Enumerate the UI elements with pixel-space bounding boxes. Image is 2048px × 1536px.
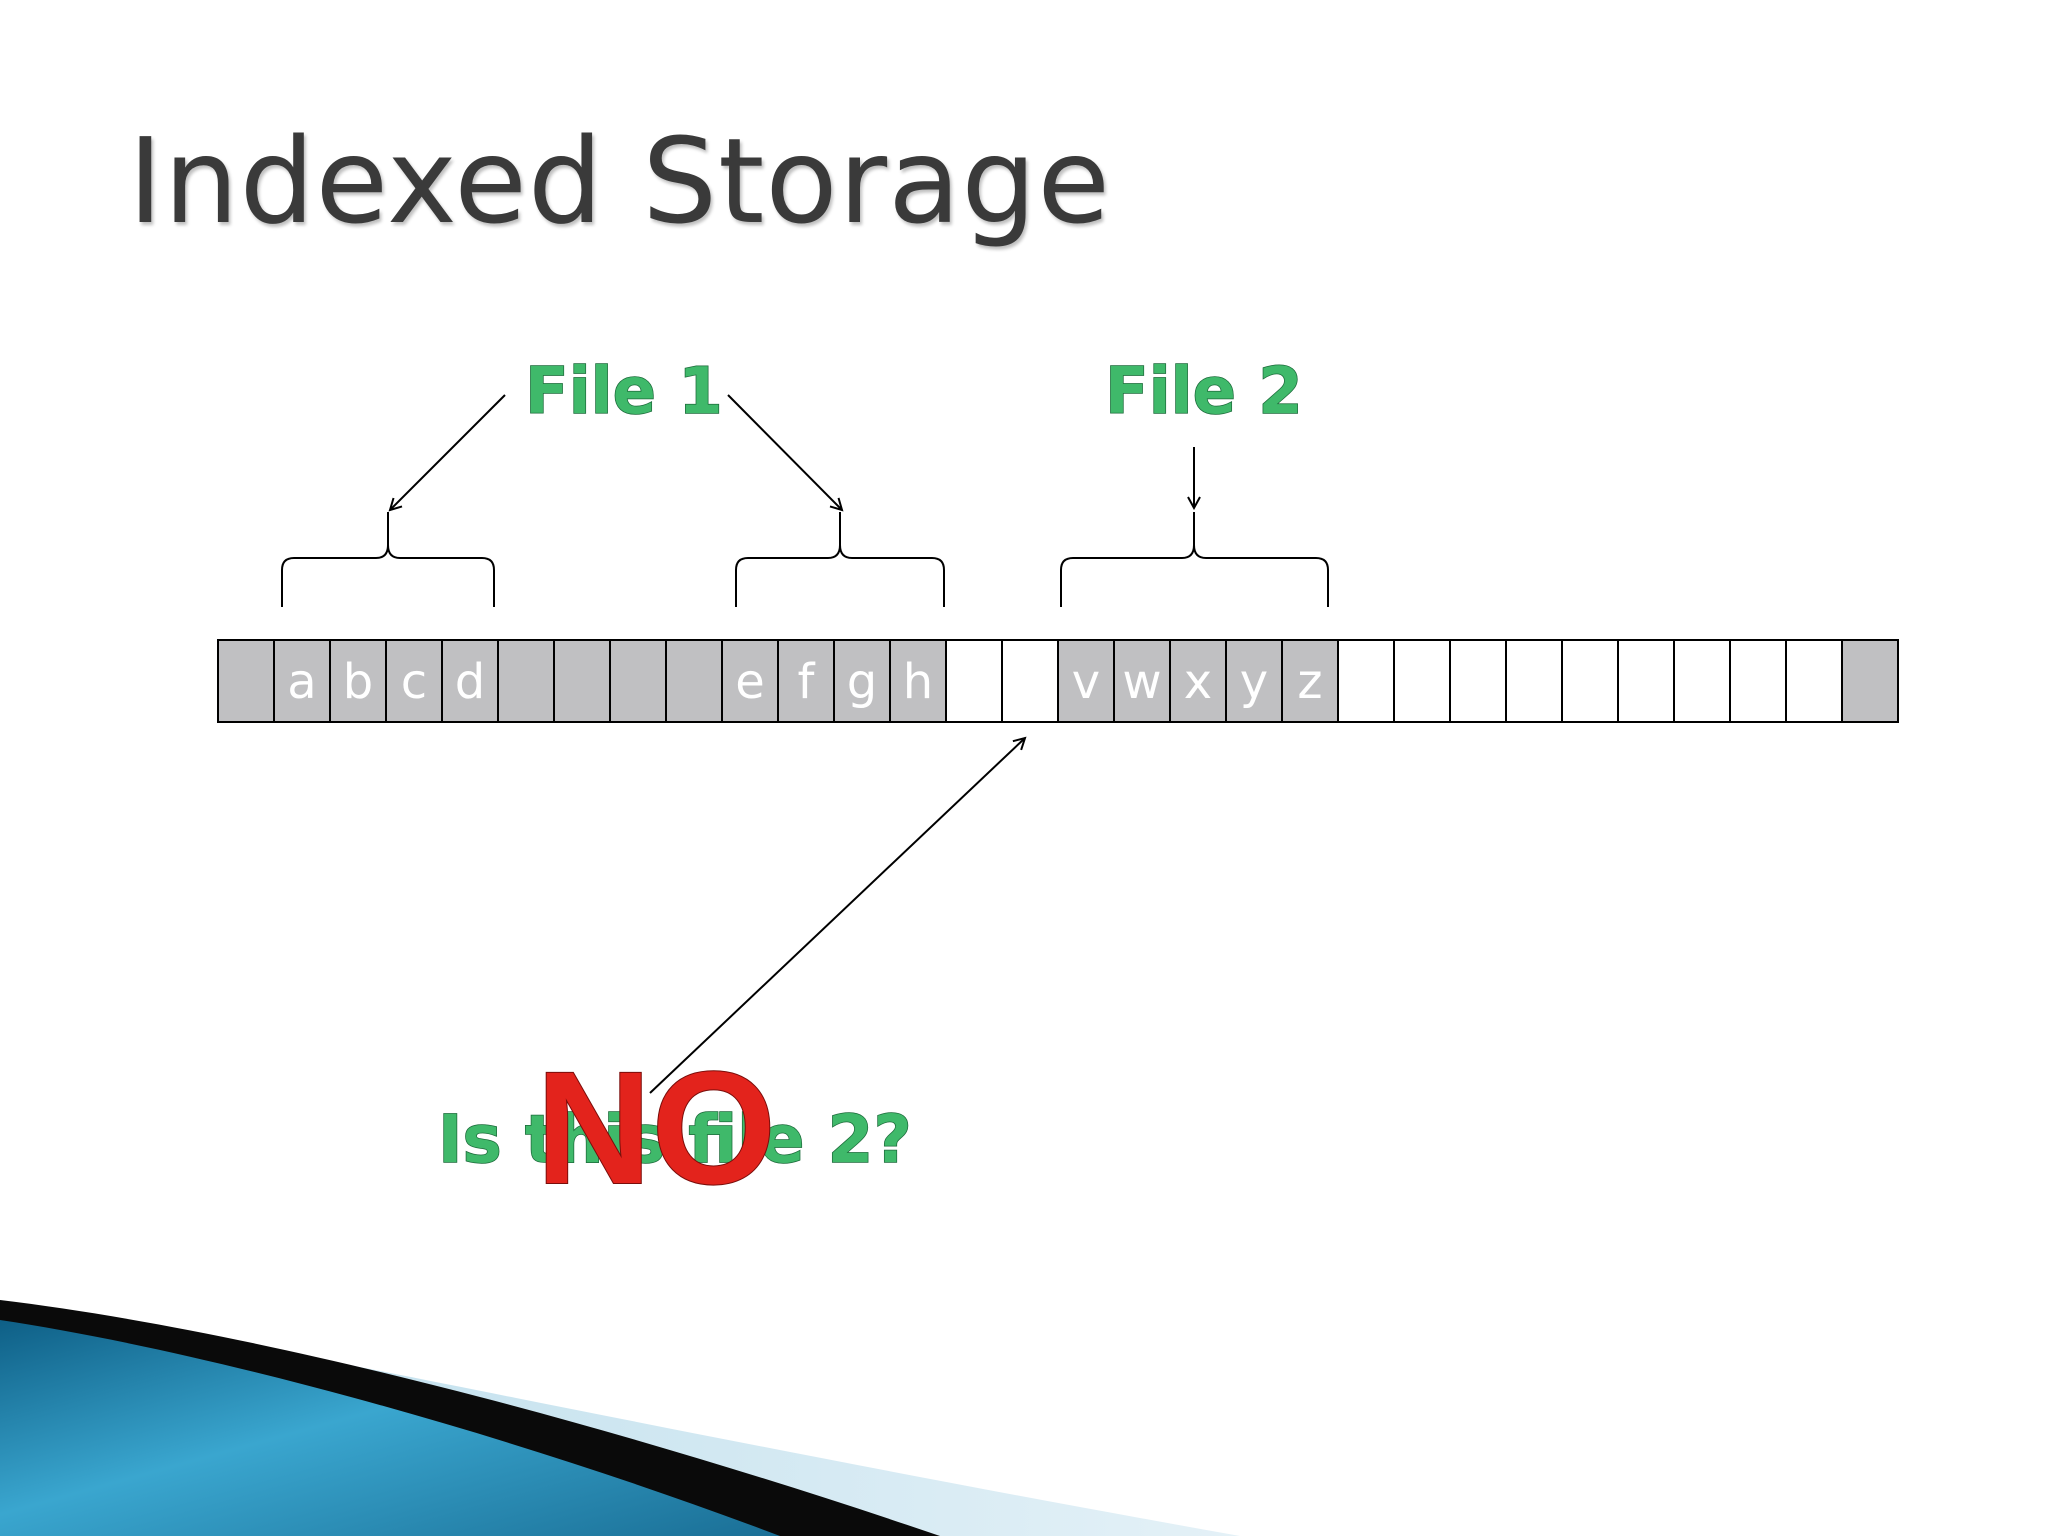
storage-block — [1841, 639, 1899, 723]
storage-block-letter: z — [1297, 654, 1322, 710]
storage-block — [1449, 639, 1507, 723]
storage-block — [1337, 639, 1395, 723]
storage-block-letter: d — [455, 654, 485, 710]
storage-block-letter: a — [287, 654, 316, 710]
storage-block — [1785, 639, 1843, 723]
storage-block-letter: w — [1122, 654, 1161, 710]
storage-block-letter: g — [847, 654, 877, 710]
storage-block — [1729, 639, 1787, 723]
storage-block-letter: h — [903, 654, 933, 710]
storage-block — [1057, 639, 1115, 723]
label-file1: File 1 — [525, 355, 723, 429]
storage-block — [1617, 639, 1675, 723]
arrow-question-to-block — [649, 738, 1025, 1094]
storage-block-letter: x — [1184, 654, 1212, 710]
brace-file1-part2 — [735, 512, 945, 607]
storage-block — [1281, 639, 1339, 723]
slide-title: Indexed Storage — [128, 112, 1111, 250]
storage-block — [889, 639, 947, 723]
storage-block — [1673, 639, 1731, 723]
storage-block-letter: y — [1240, 654, 1268, 710]
brace-file2 — [1060, 512, 1329, 607]
storage-block-letter: c — [401, 654, 427, 710]
storage-block — [1393, 639, 1451, 723]
arrow-file1-left — [390, 394, 506, 510]
storage-block — [497, 639, 555, 723]
storage-block-letter: e — [735, 654, 765, 710]
storage-block-letter: f — [798, 654, 816, 710]
storage-block — [665, 639, 723, 723]
decorative-swoosh — [0, 1300, 1240, 1536]
storage-block — [609, 639, 667, 723]
storage-block — [385, 639, 443, 723]
storage-block — [1001, 639, 1059, 723]
label-question: Is this file 2? — [438, 1101, 912, 1178]
storage-block — [1225, 639, 1283, 723]
storage-block — [329, 639, 387, 723]
label-file2: File 2 — [1105, 355, 1303, 429]
label-answer-no: NO — [536, 1038, 776, 1217]
storage-block — [217, 639, 275, 723]
storage-block — [945, 639, 1003, 723]
storage-block — [1561, 639, 1619, 723]
brace-file1-part1 — [281, 512, 495, 607]
storage-block-letter: v — [1072, 654, 1100, 710]
storage-block — [1169, 639, 1227, 723]
storage-block-letter: b — [343, 654, 373, 710]
storage-block — [721, 639, 779, 723]
storage-block — [553, 639, 611, 723]
storage-block — [777, 639, 835, 723]
arrow-file1-right — [727, 394, 842, 510]
storage-block — [1505, 639, 1563, 723]
storage-block — [441, 639, 499, 723]
storage-block — [1113, 639, 1171, 723]
